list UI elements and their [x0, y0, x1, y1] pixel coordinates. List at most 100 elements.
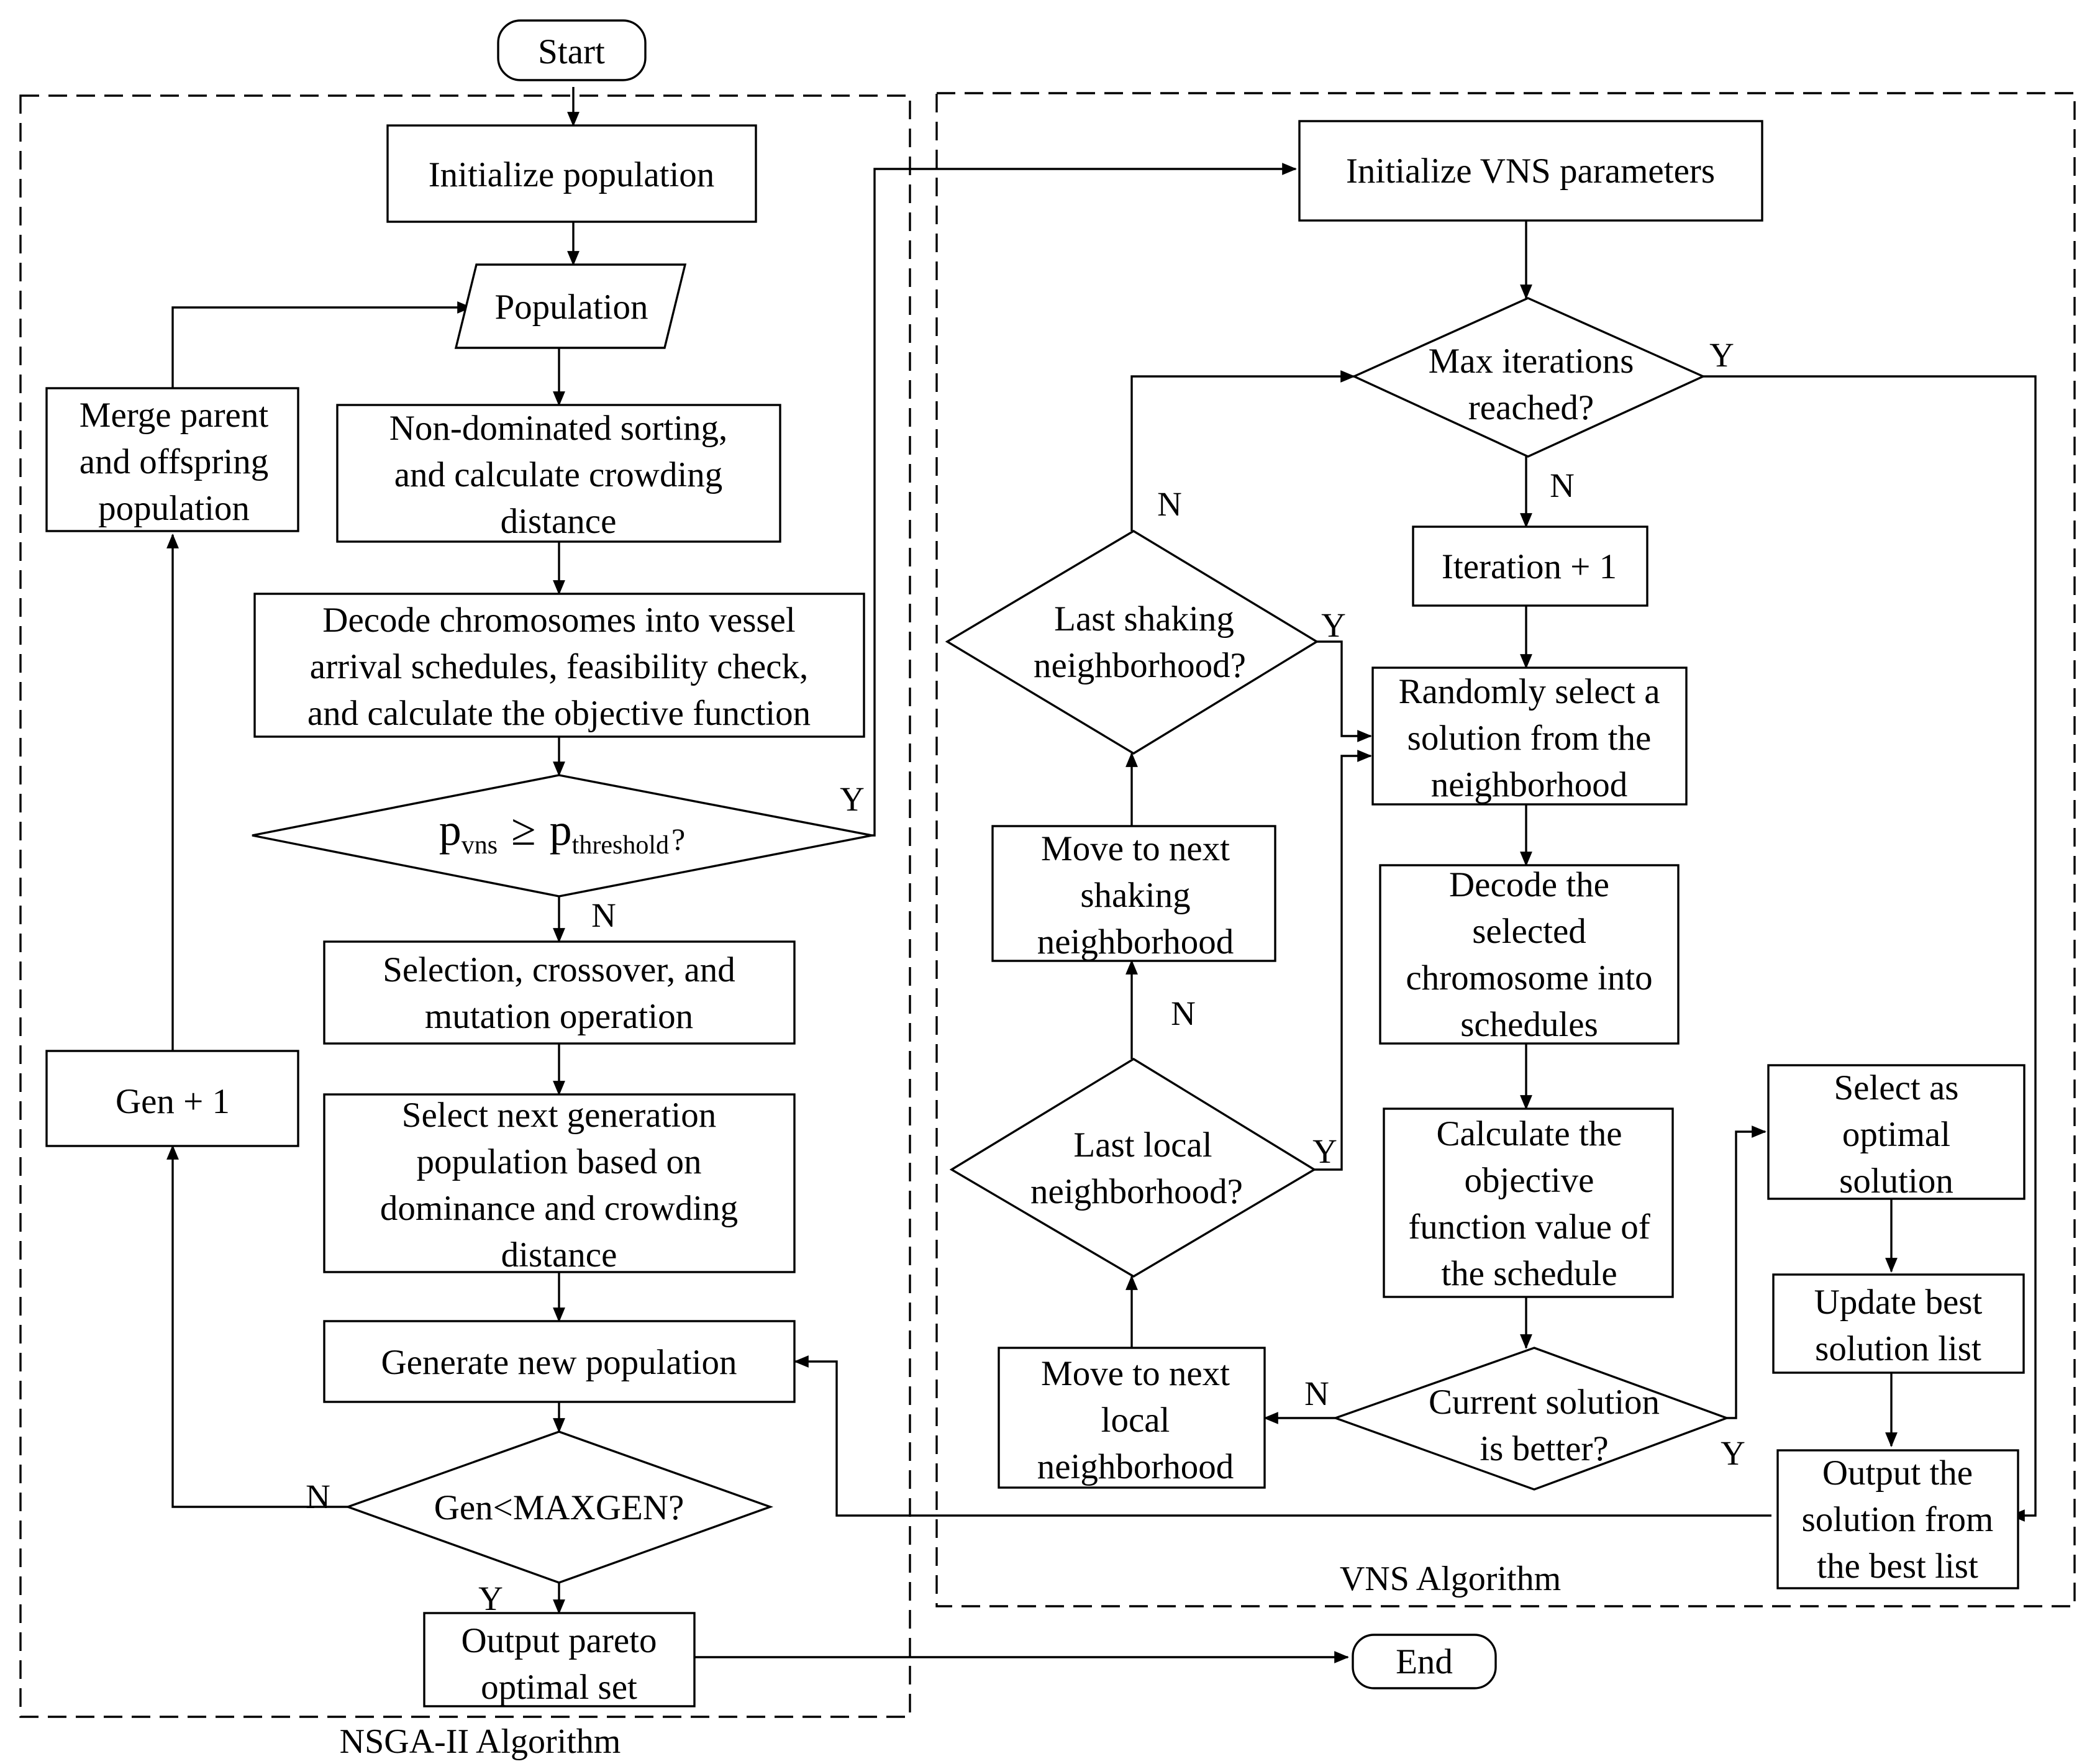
- current-solution-better-decision-node: Current solution is better?: [1332, 1347, 1730, 1491]
- generate-new-population-label: Generate new population: [381, 1343, 737, 1382]
- gen-no-label: N: [306, 1478, 330, 1516]
- decode-selected-line-1: Decode the: [1449, 865, 1609, 904]
- merge-line-1: Merge parent: [80, 396, 269, 435]
- nsga-group-border: [19, 94, 911, 1718]
- calc-obj-line-2: objective: [1465, 1161, 1594, 1200]
- move-shaking-line-3: neighborhood: [1037, 922, 1234, 962]
- update-best-list-node: Update best solution list: [1772, 1273, 2025, 1374]
- select-optimal-line-2: optimal: [1842, 1115, 1950, 1154]
- select-next-generation-node: Select next generation population based …: [323, 1093, 796, 1275]
- select-next-line-4: distance: [501, 1235, 617, 1275]
- output-pareto-line-2: optimal set: [481, 1668, 637, 1707]
- vns-group-label: VNS Algorithm: [1340, 1560, 1561, 1598]
- merge-line-2: and offspring: [80, 442, 268, 481]
- move-shaking-line-1: Move to next: [1041, 829, 1230, 868]
- edges: [166, 87, 2037, 1663]
- random-select-solution-node: Randomly select a solution from the neig…: [1371, 666, 1688, 806]
- pvns-decision-node: pvns≥pthreshold?: [252, 774, 873, 898]
- pvns-condition: pvns≥pthreshold?: [439, 805, 685, 860]
- move-shaking-line-2: shaking: [1080, 876, 1190, 915]
- output-best-line-2: solution from: [1802, 1500, 1994, 1539]
- edge-lastlocal-random: [1314, 750, 1372, 1171]
- gen-plus-one-node: Gen + 1: [45, 1050, 299, 1147]
- random-select-line-1: Randomly select a: [1398, 672, 1660, 711]
- last-shaking-decision-node: Last shaking neighborhood?: [945, 530, 1319, 755]
- iteration-plus-one-node: Iteration + 1: [1412, 525, 1648, 607]
- pvns-p: p: [439, 805, 462, 855]
- selection-line-2: mutation operation: [425, 997, 693, 1036]
- random-select-line-3: neighborhood: [1431, 765, 1628, 804]
- pvns-question: ?: [671, 822, 685, 857]
- current-better-line-1: Current solution: [1429, 1383, 1660, 1422]
- gen-plus-one-label: Gen + 1: [116, 1082, 230, 1121]
- edge-labels: Y N N Y Y N N Y N Y N Y: [306, 336, 1745, 1617]
- current-better-yes-label: Y: [1721, 1434, 1745, 1472]
- selection-line-1: Selection, crossover, and: [383, 950, 735, 989]
- decode-chromosomes-node: Decode chromosomes into vessel arrival s…: [253, 593, 865, 738]
- decode-selected-line-4: schedules: [1460, 1005, 1598, 1044]
- selection-crossover-node: Selection, crossover, and mutation opera…: [323, 940, 796, 1045]
- select-optimal-line-1: Select as: [1834, 1068, 1958, 1107]
- max-iter-no-label: N: [1550, 466, 1575, 504]
- last-shaking-no-label: N: [1157, 485, 1182, 523]
- select-optimal-line-3: solution: [1839, 1162, 1953, 1201]
- merge-line-3: population: [98, 489, 250, 528]
- gen-maxgen-label: Gen<MAXGEN?: [434, 1488, 684, 1527]
- move-local-line-3: neighborhood: [1037, 1447, 1234, 1486]
- merge-parent-offspring-node: Merge parent and offspring population: [45, 387, 299, 532]
- nds-line-3: distance: [501, 502, 617, 541]
- max-iter-line-1: Max iterations: [1429, 342, 1634, 381]
- init-population-node: Initialize population: [386, 124, 757, 223]
- output-best-line-1: Output the: [1822, 1453, 1973, 1493]
- max-iter-line-2: reached?: [1468, 388, 1594, 427]
- select-optimal-node: Select as optimal solution: [1767, 1064, 2026, 1201]
- last-shaking-yes-label: Y: [1321, 606, 1346, 644]
- last-local-line-1: Last local: [1073, 1125, 1212, 1165]
- start-node: Start: [497, 19, 647, 81]
- edge-merge-population: [171, 301, 472, 388]
- last-local-yes-label: Y: [1312, 1132, 1337, 1170]
- output-pareto-node: Output pareto optimal set: [423, 1612, 696, 1707]
- pvns-geq: ≥: [511, 805, 536, 855]
- output-best-line-3: the best list: [1817, 1547, 1978, 1586]
- vns-group-border: [935, 92, 2076, 1607]
- nds-line-1: Non-dominated sorting,: [389, 409, 728, 448]
- move-local-neighborhood-node: Move to next local neighborhood: [998, 1347, 1266, 1489]
- last-shaking-line-1: Last shaking: [1054, 599, 1234, 639]
- move-shaking-neighborhood-node: Move to next shaking neighborhood: [991, 825, 1276, 962]
- calculate-objective-node: Calculate the objective function value o…: [1383, 1107, 1674, 1298]
- calc-obj-line-3: function value of: [1408, 1207, 1650, 1247]
- end-node: End: [1352, 1634, 1497, 1689]
- edge-better-selectoptimal: [1727, 1125, 1766, 1419]
- decode-selected-line-3: chromosome into: [1406, 958, 1652, 998]
- edge-gencheck-genplus: [166, 1145, 348, 1508]
- start-label: Start: [538, 32, 605, 71]
- decode-line-1: Decode chromosomes into vessel: [322, 601, 795, 640]
- update-best-line-1: Update best: [1814, 1283, 1983, 1322]
- edge-maxiter-outputbest: [1703, 375, 2037, 1522]
- pvns-p2: p: [550, 805, 572, 855]
- random-select-line-2: solution from the: [1407, 719, 1652, 758]
- non-dominated-sorting-node: Non-dominated sorting, and calculate cro…: [336, 404, 781, 543]
- decode-selected-line-2: selected: [1472, 912, 1586, 951]
- edge-lastshaking-maxiter: [1130, 370, 1355, 531]
- iteration-plus-one-label: Iteration + 1: [1442, 547, 1617, 586]
- pvns-no-label: N: [591, 896, 616, 934]
- end-label: End: [1396, 1642, 1453, 1681]
- edge-lastshaking-random: [1317, 640, 1372, 742]
- nsga-group-label: NSGA-II Algorithm: [340, 1722, 621, 1761]
- current-better-line-2: is better?: [1480, 1429, 1608, 1468]
- pvns-sub: vns: [462, 831, 498, 860]
- max-iter-yes-label: Y: [1709, 336, 1734, 374]
- last-shaking-line-2: neighborhood?: [1034, 646, 1246, 685]
- edge-pvns-initvns: [872, 163, 1297, 837]
- update-best-line-2: solution list: [1815, 1329, 1981, 1368]
- edge-outputbest-gennew: [794, 1355, 1771, 1517]
- init-vns-params-node: Initialize VNS parameters: [1298, 120, 1763, 222]
- population-node: Population: [454, 263, 687, 349]
- max-iterations-decision-node: Max iterations reached?: [1351, 297, 1706, 458]
- init-population-label: Initialize population: [429, 155, 715, 194]
- select-next-line-1: Select next generation: [402, 1096, 716, 1135]
- move-local-line-1: Move to next: [1041, 1354, 1230, 1393]
